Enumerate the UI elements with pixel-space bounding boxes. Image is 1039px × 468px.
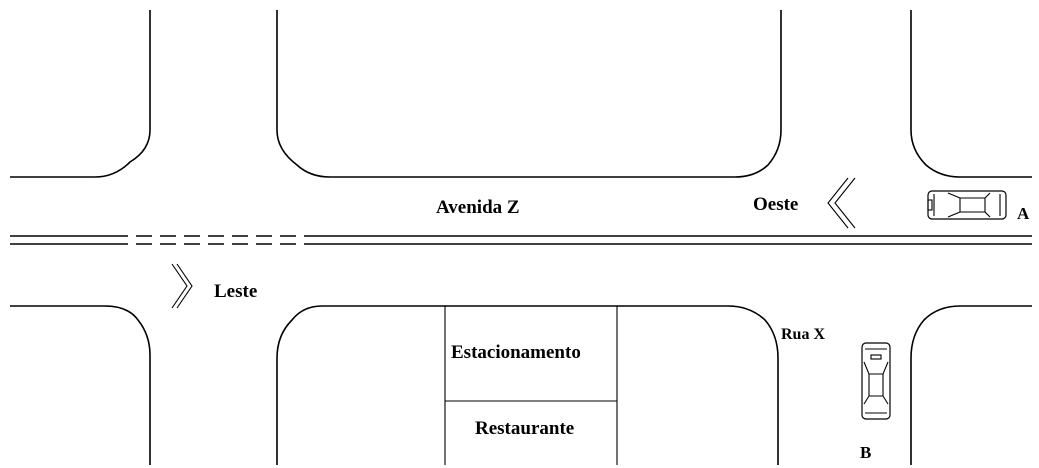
avenue-center-line	[10, 235, 1032, 245]
car-b-icon	[861, 342, 891, 420]
curb-bottom-left-block	[10, 305, 151, 465]
avenue-label: Avenida Z	[436, 197, 520, 218]
curb-top-center-block	[276, 10, 782, 178]
east-label: Leste	[214, 281, 257, 302]
parking-label: Estacionamento	[451, 342, 581, 363]
curb-top-left-block	[10, 10, 151, 178]
car-b-label: B	[860, 443, 871, 462]
chevron-left-icon	[827, 177, 856, 229]
curb-top-right-block	[910, 10, 1032, 178]
street-label: Rua X	[781, 326, 825, 343]
parking-restaurant-lot	[444, 306, 618, 465]
curb-bottom-right-block	[910, 305, 1032, 465]
dashed-center-section	[112, 235, 320, 245]
curb-bottom-center-block	[276, 305, 779, 465]
chevron-right-icon	[171, 263, 193, 309]
west-label: Oeste	[753, 194, 798, 215]
restaurant-label: Restaurante	[475, 418, 574, 439]
car-a-label: A	[1017, 204, 1030, 223]
car-a-icon	[927, 190, 1007, 220]
